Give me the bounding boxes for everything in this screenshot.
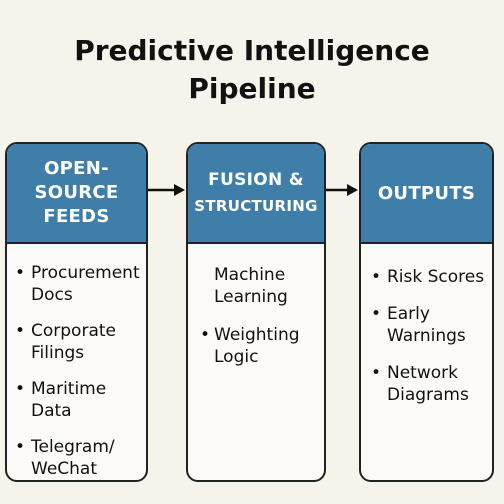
arrow-right-icon [148,184,185,196]
bullet-icon: • [15,321,26,341]
header-line: STRUCTURING [194,197,318,215]
stage-open-source-feeds: OPEN- SOURCE FEEDS •Procurement Docs •Co… [5,142,148,482]
list-item: •Telegram/ WeChat [15,436,140,480]
item-label: Telegram/ WeChat [31,437,115,479]
item-label: Network Diagrams [387,363,469,405]
item-label: Machine Learning [214,265,288,307]
header-line: FUSION & [208,170,304,190]
bullet-icon: • [371,304,382,324]
list-item: •Weighting Logic [200,324,318,368]
bullet-icon: • [371,267,382,287]
diagram-title: Predictive Intelligence Pipeline [0,32,504,108]
stage-outputs: OUTPUTS •Risk Scores •Early Warnings •Ne… [359,142,494,482]
item-label: Procurement Docs [31,263,140,305]
header-line: OUTPUTS [377,182,476,204]
item-label: Risk Scores [387,267,485,287]
list-item: •Network Diagrams [371,362,488,406]
header-line: OPEN- [44,158,109,179]
stage-fusion-structuring: FUSION & STRUCTURING Machine Learning •W… [186,142,326,482]
stage-header: FUSION & STRUCTURING [188,144,324,244]
list-item: •Early Warnings [371,303,488,347]
header-line: SOURCE [34,182,119,203]
item-label: Corporate Filings [31,321,116,363]
arrow-right-icon [326,184,358,196]
stage-item-list: •Procurement Docs •Corporate Filings •Ma… [7,244,146,480]
list-item: •Risk Scores [371,266,488,288]
item-label: Weighting Logic [214,325,300,367]
title-line-2: Pipeline [188,72,316,105]
stage-item-list: Machine Learning •Weighting Logic [188,244,324,368]
stage-header: OUTPUTS [361,144,492,244]
header-line: FEEDS [43,206,110,227]
bullet-icon: • [15,437,26,457]
list-item: Machine Learning [200,264,318,308]
list-item: •Procurement Docs [15,262,140,306]
list-item: •Maritime Data [15,378,140,422]
bullet-icon: • [15,379,26,399]
bullet-icon: • [200,325,211,345]
title-line-1: Predictive Intelligence [74,34,430,67]
stage-item-list: •Risk Scores •Early Warnings •Network Di… [361,244,492,406]
item-label: Maritime Data [31,379,107,421]
item-label: Early Warnings [387,304,466,346]
stage-header: OPEN- SOURCE FEEDS [7,144,146,244]
bullet-icon: • [371,363,382,383]
bullet-icon: • [15,263,26,283]
list-item: •Corporate Filings [15,320,140,364]
